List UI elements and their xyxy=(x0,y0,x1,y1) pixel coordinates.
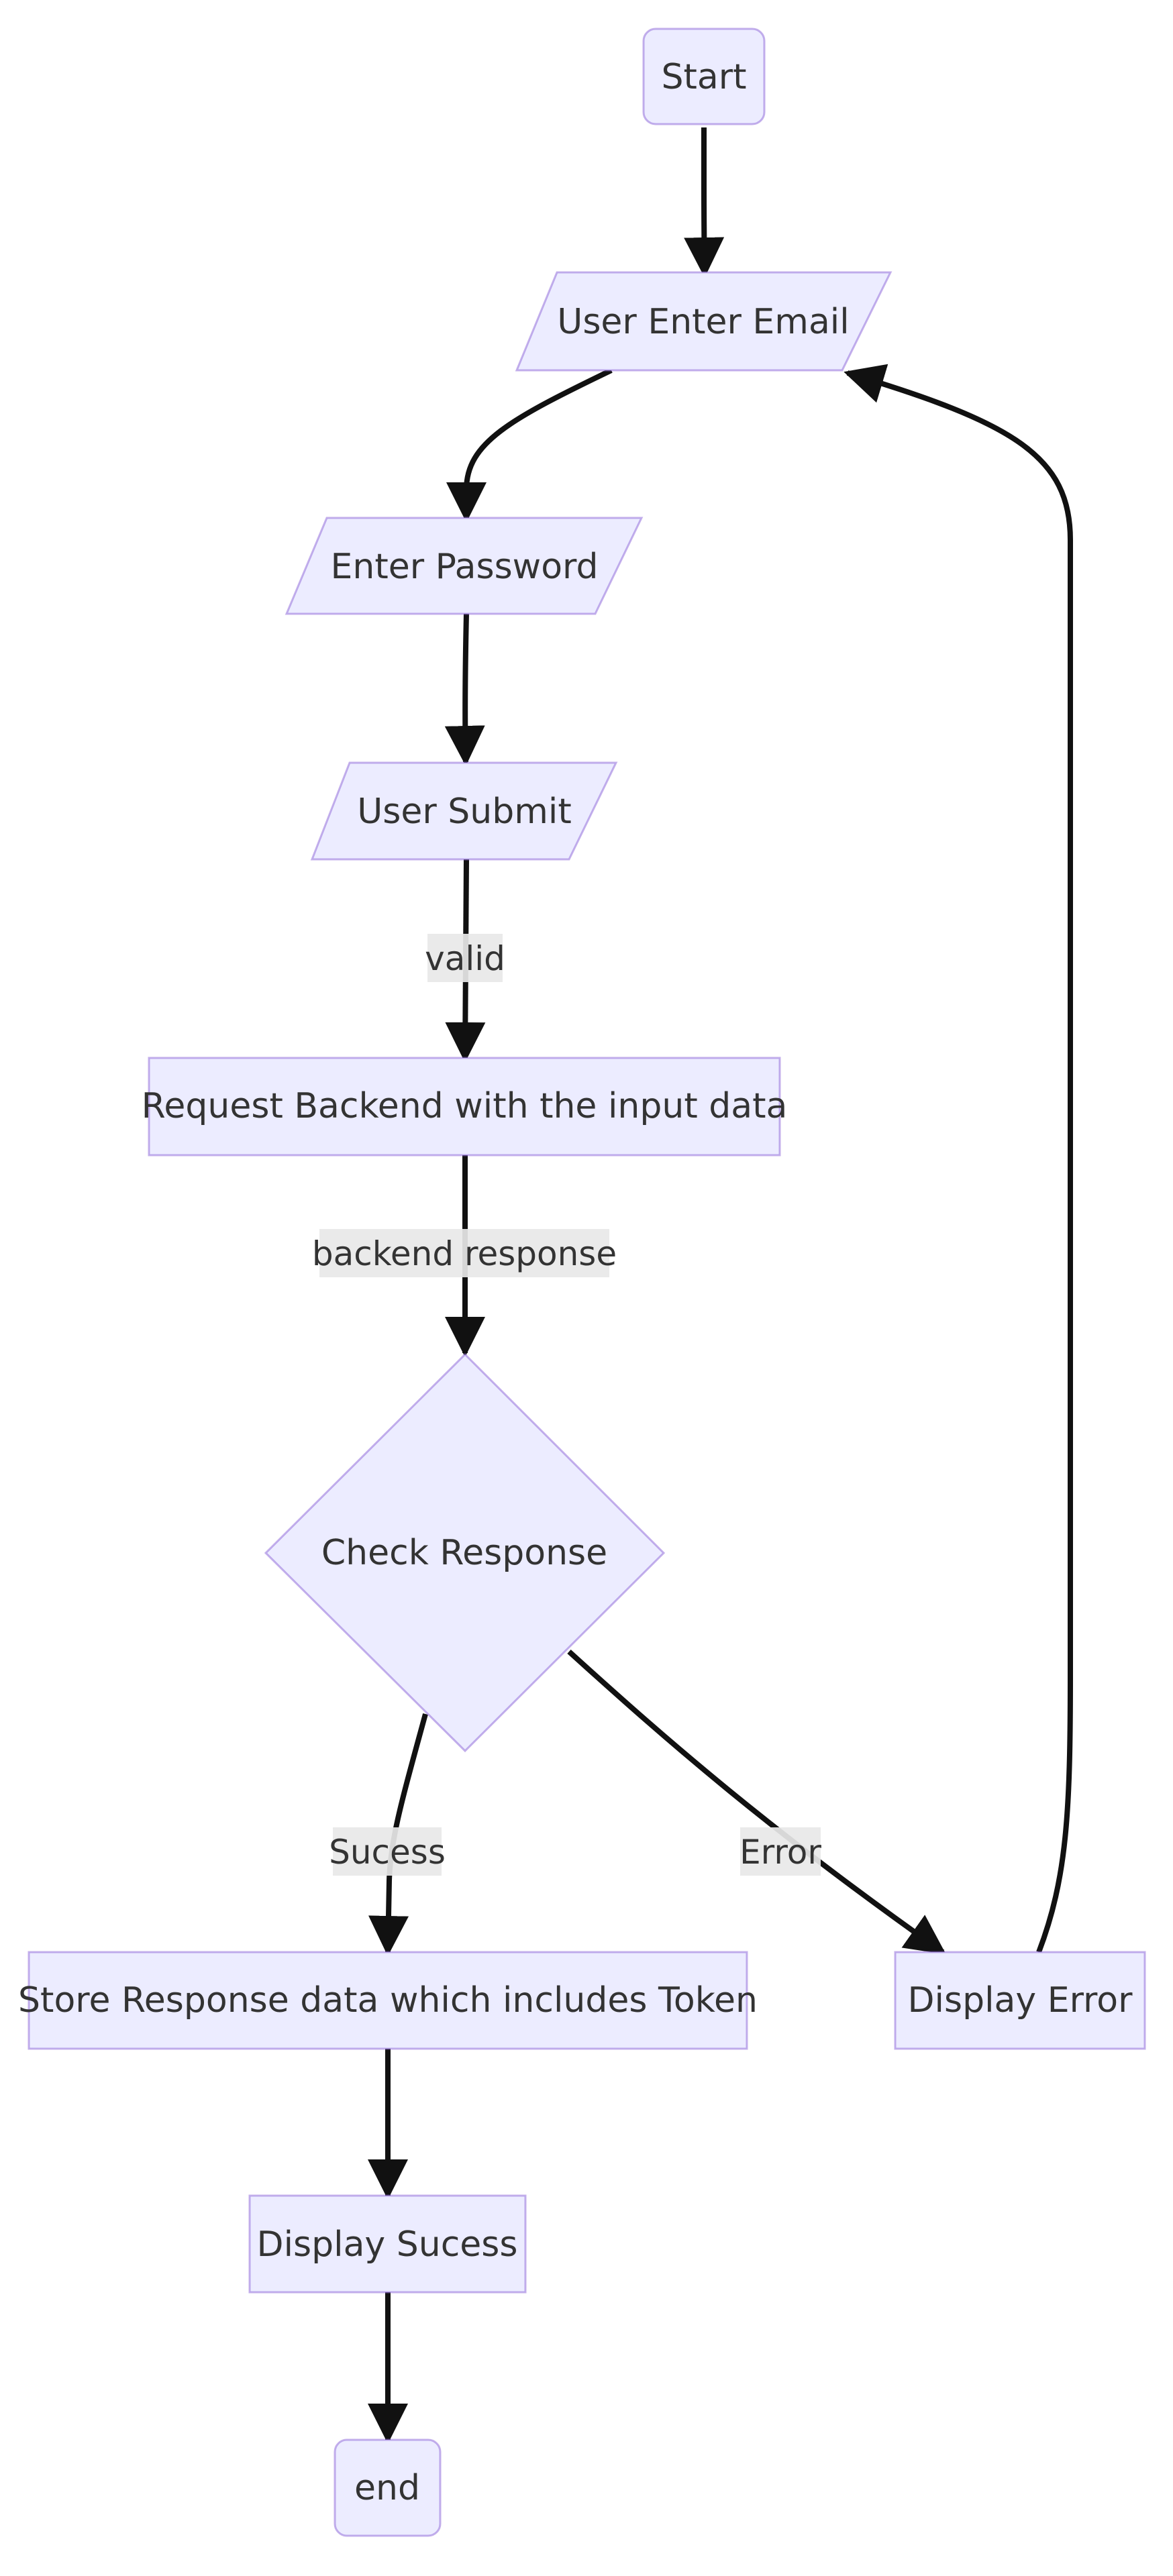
edge-label-error: Error xyxy=(740,1827,821,1876)
node-user-enter-email: User Enter Email xyxy=(515,271,892,372)
node-start: Start xyxy=(642,28,766,125)
edge-label-valid: valid xyxy=(425,934,505,982)
svg-text:User Enter Email: User Enter Email xyxy=(557,302,849,342)
edge-email-to-password xyxy=(446,368,613,523)
node-store-response: Store Response data which includes Token xyxy=(18,1951,758,2050)
svg-text:Request Backend with the input: Request Backend with the input data xyxy=(142,1086,788,1126)
svg-text:Start: Start xyxy=(661,57,746,97)
node-check-response: Check Response xyxy=(264,1352,666,1753)
svg-text:Store Response data which incl: Store Response data which includes Token xyxy=(18,1980,758,2021)
edge-check-to-error xyxy=(567,1650,946,1955)
svg-text:backend response: backend response xyxy=(312,1234,617,1273)
edge-password-to-submit xyxy=(444,613,485,766)
node-user-submit: User Submit xyxy=(310,761,618,861)
svg-text:Error: Error xyxy=(740,1833,821,1872)
svg-text:Display Error: Display Error xyxy=(908,1980,1133,2021)
svg-text:Display Sucess: Display Sucess xyxy=(257,2224,518,2265)
node-enter-password: Enter Password xyxy=(285,517,644,615)
edge-error-to-email xyxy=(844,364,1073,1953)
node-request-backend: Request Backend with the input data xyxy=(142,1057,788,1157)
edge-label-backend-response: backend response xyxy=(312,1229,617,1277)
edges xyxy=(368,127,1073,2444)
node-display-error: Display Error xyxy=(894,1951,1146,2050)
svg-text:valid: valid xyxy=(425,939,505,978)
svg-text:Sucess: Sucess xyxy=(329,1833,446,1872)
edge-start-to-email xyxy=(684,127,725,278)
svg-text:end: end xyxy=(354,2468,420,2508)
svg-text:User Submit: User Submit xyxy=(357,792,572,832)
edge-label-sucess: Sucess xyxy=(329,1827,446,1876)
svg-text:Check Response: Check Response xyxy=(321,1533,607,1573)
node-display-success: Display Sucess xyxy=(248,2194,527,2294)
svg-text:Enter Password: Enter Password xyxy=(331,547,599,587)
node-end: end xyxy=(334,2438,442,2537)
